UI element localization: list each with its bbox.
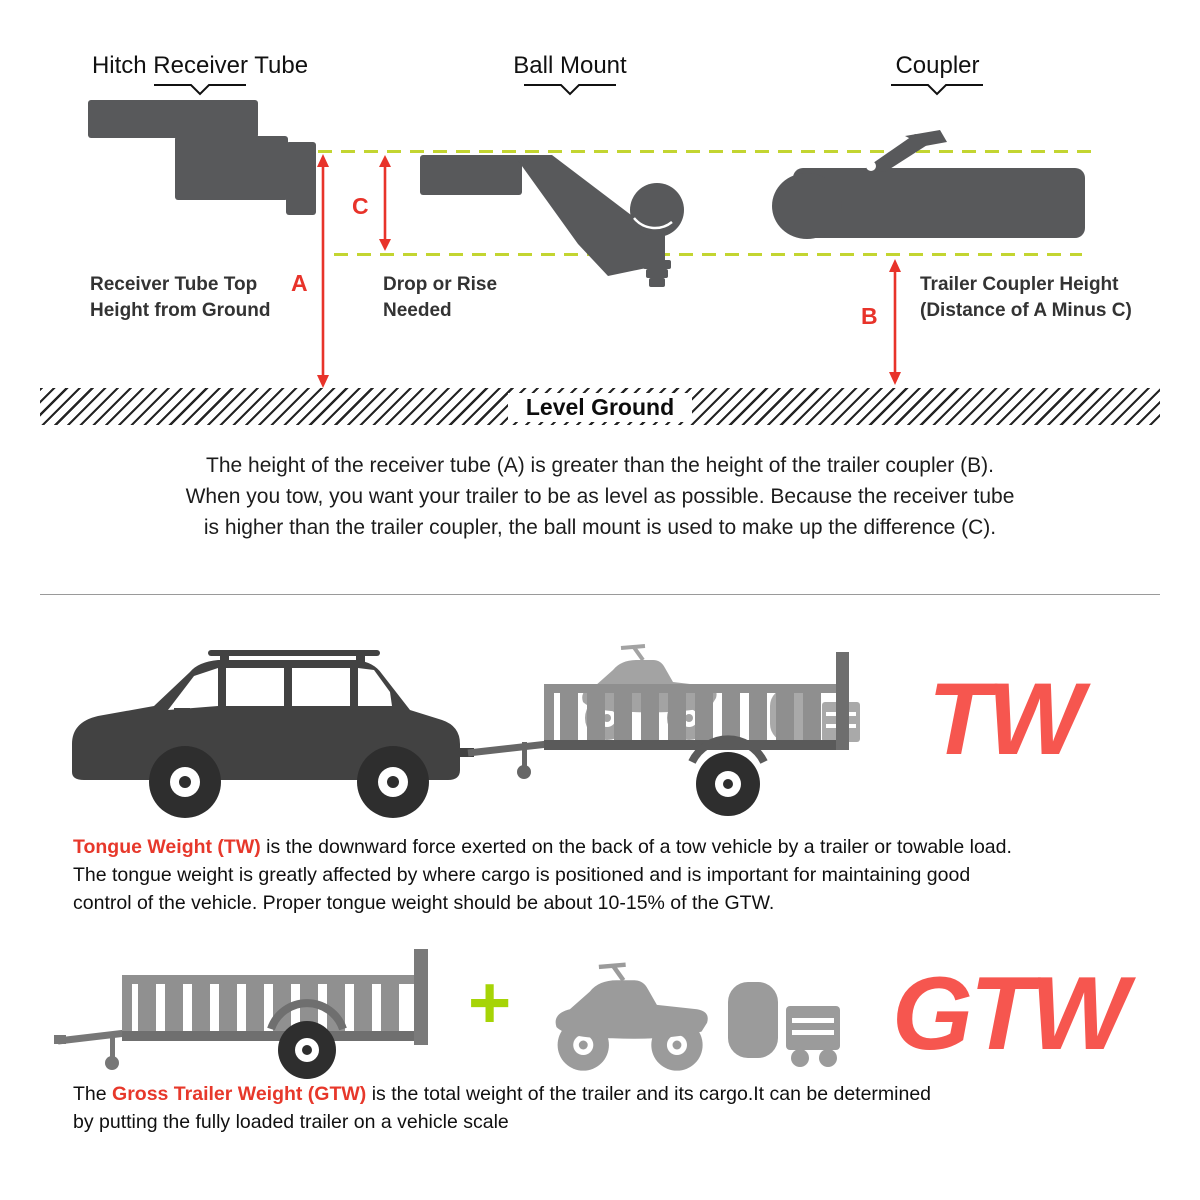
caption-drop-rise-line2: Needed xyxy=(383,300,452,321)
arrow-b xyxy=(889,259,901,385)
explanation-line-3: is higher than the trailer coupler, the … xyxy=(203,516,997,539)
suv-towing-trailer-silhouette xyxy=(72,644,860,818)
explanation-paragraph: The height of the receiver tube (A) is g… xyxy=(0,450,1200,543)
caption-coupler-height-line2: (Distance of A Minus C) xyxy=(920,300,1132,321)
brace-under-coupler-label xyxy=(891,84,983,96)
cargo-silhouette-bottom xyxy=(728,982,840,1067)
caption-coupler-height: Trailer Coupler Height (Distance of A Mi… xyxy=(920,272,1170,324)
marker-a: A xyxy=(291,270,308,296)
loaded-trailer-silhouette xyxy=(467,644,860,816)
ground-label-wrap: Level Ground xyxy=(40,393,1160,422)
gtw-paragraph-line1: The Gross Trailer Weight (GTW) is the to… xyxy=(73,1080,1173,1108)
tw-paragraph: Tongue Weight (TW) is the downward force… xyxy=(73,833,1173,917)
section-divider xyxy=(40,594,1160,595)
gtw-paragraph: The Gross Trailer Weight (GTW) is the to… xyxy=(73,1080,1173,1136)
caption-drop-rise: Drop or Rise Needed xyxy=(383,272,497,324)
utility-trailer-silhouette xyxy=(54,949,428,1079)
atv-silhouette-bottom xyxy=(555,962,708,1071)
tw-term: Tongue Weight (TW) xyxy=(73,836,261,858)
gtw-acronym: GTW xyxy=(892,956,1129,1072)
explanation-line-1: The height of the receiver tube (A) is g… xyxy=(206,454,994,477)
brace-under-hitch-label xyxy=(154,84,246,96)
gtw-line1-prefix: The xyxy=(73,1083,113,1105)
tw-paragraph-line1: Tongue Weight (TW) is the downward force… xyxy=(73,833,1173,861)
label-coupler: Coupler xyxy=(895,52,980,79)
tw-acronym: TW xyxy=(928,662,1084,776)
caption-coupler-height-line1: Trailer Coupler Height xyxy=(920,274,1119,295)
label-hitch-receiver-tube: Hitch Receiver Tube xyxy=(91,52,309,79)
dashed-line-coupler-top xyxy=(334,253,1082,256)
tw-line1-rest: is the downward force exerted on the bac… xyxy=(260,836,1012,858)
ball-mount-silhouette xyxy=(420,155,684,287)
dashed-line-receiver-top xyxy=(318,150,1096,153)
gtw-term: Gross Trailer Weight (GTW) xyxy=(112,1083,367,1105)
caption-receiver-height: Receiver Tube Top Height from Ground xyxy=(90,272,270,324)
arrow-c xyxy=(379,155,391,251)
caption-drop-rise-line1: Drop or Rise xyxy=(383,274,498,295)
gtw-paragraph-line2: by putting the fully loaded trailer on a… xyxy=(73,1111,509,1133)
marker-b: B xyxy=(861,303,878,329)
caption-receiver-height-line1: Receiver Tube Top xyxy=(90,274,258,295)
ground-label: Level Ground xyxy=(507,393,693,422)
tw-paragraph-line3: control of the vehicle. Proper tongue we… xyxy=(73,892,775,914)
caption-receiver-height-line2: Height from Ground xyxy=(90,300,271,321)
gtw-line1-rest: is the total weight of the trailer and i… xyxy=(366,1083,932,1105)
suv-silhouette xyxy=(72,650,474,818)
tw-paragraph-line2: The tongue weight is greatly affected by… xyxy=(73,864,971,886)
plus-sign: + xyxy=(468,961,512,1044)
brace-under-ball-mount-label xyxy=(524,84,616,96)
hitch-receiver-silhouette xyxy=(88,100,316,215)
marker-c: C xyxy=(352,193,369,219)
explanation-line-2: When you tow, you want your trailer to b… xyxy=(185,485,1015,508)
coupler-silhouette xyxy=(772,130,1085,239)
arrow-a xyxy=(317,154,329,388)
label-ball-mount: Ball Mount xyxy=(513,52,627,79)
